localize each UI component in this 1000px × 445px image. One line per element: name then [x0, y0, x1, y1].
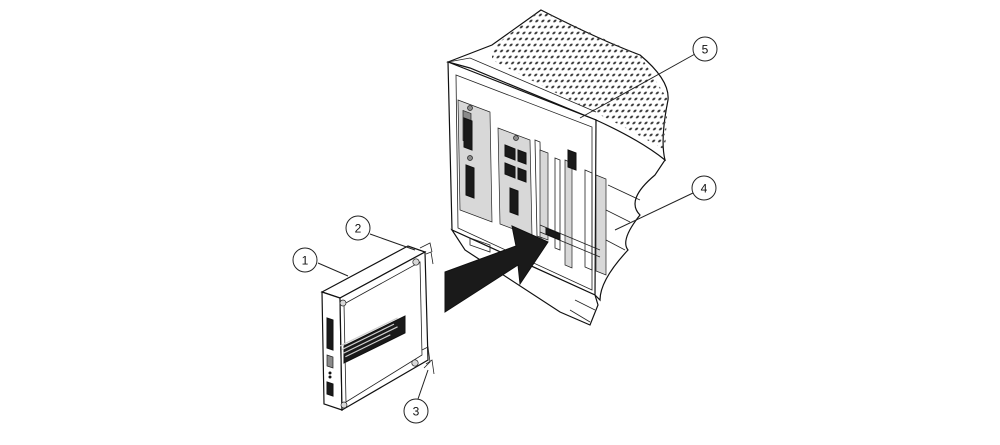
- callout-5-label: 5: [702, 43, 709, 57]
- callout-4-label: 4: [701, 182, 708, 196]
- vga-port: [465, 164, 475, 199]
- module-connector-small: [326, 354, 334, 369]
- callout-3-label: 3: [413, 405, 420, 419]
- ethernet-port-1: [504, 144, 516, 161]
- chassis-slots: [534, 139, 641, 276]
- chassis-cut-edge: [594, 119, 666, 302]
- module-top-tab: [419, 242, 433, 253]
- ethernet-port-2: [504, 162, 516, 179]
- callout-2-label: 2: [355, 222, 362, 236]
- chassis-bottom-rail: [450, 228, 599, 326]
- usb-port-2: [517, 167, 527, 183]
- module-label-text: [339, 317, 398, 358]
- screw-bottom: [411, 359, 419, 367]
- callout-1: 1: [292, 247, 349, 277]
- chassis: [446, 9, 669, 326]
- module-connector-bottom: [326, 381, 334, 397]
- io-module: [497, 127, 533, 237]
- module-label-plate: [343, 315, 406, 364]
- usb-port-1: [517, 149, 527, 165]
- callout-5: 5: [579, 36, 718, 119]
- insertion-arrow: [444, 225, 549, 313]
- chassis-top-edge: [447, 57, 597, 113]
- callout-3: 3: [403, 369, 429, 424]
- serial-port: [509, 187, 519, 216]
- callout-1-label: 1: [302, 254, 309, 268]
- controller-module: [457, 99, 493, 223]
- screw-top: [412, 258, 420, 266]
- dvi-port: [463, 117, 473, 151]
- callout-4: 4: [614, 175, 717, 231]
- module-connector-main: [326, 317, 334, 351]
- chassis-front-bezel-inner: [455, 74, 593, 291]
- expansion-module: [320, 242, 435, 412]
- callout-2: 2: [345, 215, 416, 251]
- module-bottom-tab: [421, 346, 431, 369]
